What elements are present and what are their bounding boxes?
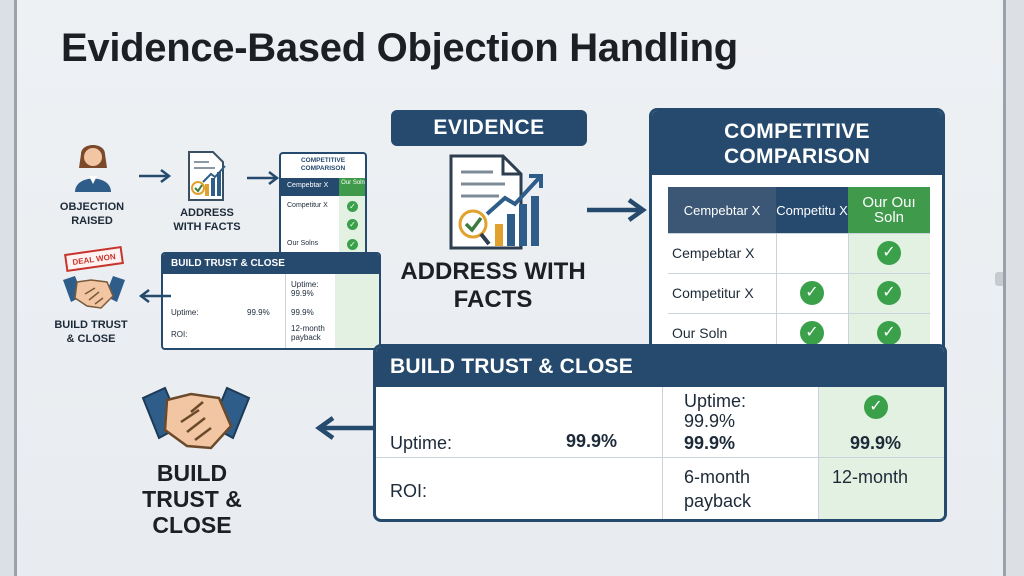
comparison-header: COMPETITIVE COMPARISON: [652, 111, 942, 175]
table-row: Our Soln ✓ ✓: [668, 313, 930, 352]
check-icon: ✓: [347, 239, 358, 250]
check-icon: ✓: [877, 281, 901, 305]
build-trust-small-label: BUILD TRUST & CLOSE: [54, 319, 128, 345]
mini-comparison-header: COMPETITIVE COMPARISON: [300, 157, 346, 172]
uptime-note: Uptime: 99.9%: [684, 391, 747, 431]
check-icon: ✓: [347, 201, 358, 212]
uptime-label: Uptime:: [390, 433, 453, 453]
arrow-left-icon: [315, 416, 373, 440]
roi-competitor: 6-month payback: [684, 467, 752, 511]
roi-ours: 12-month: [832, 467, 909, 487]
handshake-icon: [141, 386, 251, 450]
mini-trust-card: BUILD TRUST & CLOSE Uptime: 99.9% Uptime…: [161, 252, 381, 350]
mini-trust-header: BUILD TRUST & CLOSE: [163, 254, 379, 274]
check-icon: ✓: [800, 281, 824, 305]
trust-header: BUILD TRUST & CLOSE: [376, 347, 944, 387]
competitive-comparison-card: COMPETITIVE COMPARISON Cempebtar X Compe…: [649, 108, 945, 386]
mini-col-header: Our Soln: [339, 178, 365, 196]
objection-raised-label: OBJECTION RAISED: [59, 201, 125, 227]
table-row: Cempebtar X ✓: [668, 233, 930, 272]
uptime-competitor: 99.9%: [684, 433, 736, 453]
uptime-value: 99.9%: [566, 431, 618, 451]
uptime-ours: 99.9%: [850, 433, 902, 453]
address-facts-small-label: ADDRESS WITH FACTS: [173, 207, 241, 233]
edge-handle: [995, 272, 1003, 286]
roi-label: ROI:: [390, 481, 428, 501]
table-row: ✓: [281, 216, 365, 234]
address-facts-label: ADDRESS WITH FACTS: [400, 258, 586, 313]
person-icon: [75, 145, 111, 192]
evidence-header: EVIDENCE: [391, 110, 587, 146]
build-trust-label: BUILD TRUST & CLOSE: [142, 460, 242, 538]
deal-won-stamp: DEAL WON: [64, 246, 124, 272]
document-chart-icon: [188, 151, 226, 201]
arrow-right-icon: [247, 171, 280, 185]
arrow-right-icon: [587, 198, 647, 222]
table-row: Our Solns✓: [281, 236, 365, 254]
comparison-col-header-ours: Our Ouı Soln: [848, 187, 930, 233]
table-row: Cempebtar X: [287, 182, 329, 189]
check-icon: ✓: [800, 321, 824, 345]
slide-title: Evidence-Based Objection Handling: [61, 26, 738, 70]
check-icon: ✓: [877, 241, 901, 265]
build-trust-card: BUILD TRUST & CLOSE Uptime: 99.9% ✓ Upti…: [373, 344, 947, 522]
check-icon: ✓: [347, 219, 358, 230]
table-row: Competitur X ✓ ✓: [668, 273, 930, 312]
slide: Evidence-Based Objection Handling OBJECT…: [14, 0, 1006, 576]
comparison-col-header: Cempebtar X: [668, 187, 776, 233]
check-icon: ✓: [864, 395, 888, 419]
table-row: Competitur X✓: [281, 198, 365, 216]
handshake-icon: [63, 276, 125, 309]
arrow-right-icon: [139, 169, 172, 183]
document-chart-icon: [449, 154, 543, 250]
check-icon: ✓: [877, 321, 901, 345]
arrow-left-icon: [138, 289, 171, 303]
comparison-col-header: Competitu X: [776, 187, 848, 233]
